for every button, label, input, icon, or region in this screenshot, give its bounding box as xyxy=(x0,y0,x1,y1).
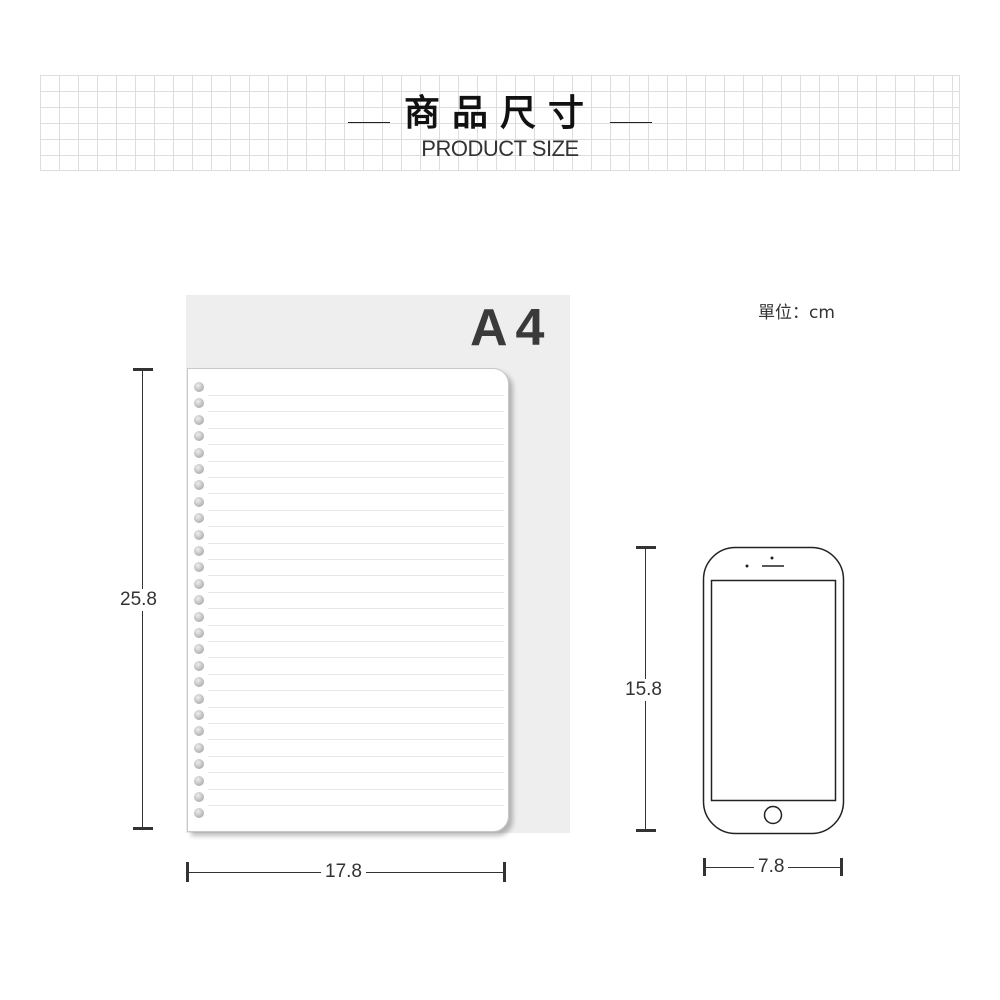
binder-hole xyxy=(194,480,204,491)
binder-hole xyxy=(194,431,204,442)
binder-hole xyxy=(194,398,204,409)
unit-label: 單位：cm xyxy=(758,303,835,323)
ruled-line xyxy=(208,395,504,396)
grid-banner xyxy=(40,75,960,171)
ruled-line xyxy=(208,723,504,724)
ruled-line xyxy=(208,591,504,593)
ruled-line xyxy=(208,559,504,560)
phone-width-cap-right xyxy=(840,858,843,876)
binder-hole xyxy=(194,496,204,507)
binder-hole xyxy=(194,808,204,819)
ruled-line xyxy=(208,444,504,446)
binder-hole xyxy=(194,742,204,753)
page-title: 商品尺寸 xyxy=(403,93,596,134)
binder-hole xyxy=(194,578,204,589)
ruled-line xyxy=(208,460,504,462)
binder-hole xyxy=(194,759,204,770)
ruled-line xyxy=(208,542,504,544)
binder-hole xyxy=(194,513,204,524)
binder-hole xyxy=(194,726,204,737)
binder-hole xyxy=(194,414,204,425)
page-subtitle: PRODUCT SIZE xyxy=(421,136,579,161)
phone-width-label: 7.8 xyxy=(754,856,789,878)
ruled-line xyxy=(208,624,504,626)
binder-hole xyxy=(194,710,204,720)
ruled-line xyxy=(208,706,504,708)
ruled-line xyxy=(208,673,504,675)
a4-label: A4 xyxy=(470,299,553,357)
ruled-line xyxy=(208,493,504,495)
binder-hole xyxy=(194,546,204,556)
ruled-line xyxy=(208,755,504,757)
ruled-line xyxy=(208,641,504,642)
binder-hole xyxy=(194,382,204,392)
ruled-line xyxy=(208,690,504,692)
title-dash-right xyxy=(610,122,652,123)
phone-height-cap-top xyxy=(636,546,656,549)
ruled-line xyxy=(208,477,504,478)
ruled-line xyxy=(208,509,504,511)
binder-hole xyxy=(194,562,204,573)
notebook-page xyxy=(187,368,509,832)
ruled-line xyxy=(208,739,504,741)
binder-hole xyxy=(194,644,204,655)
phone-height-label: 15.8 xyxy=(621,679,666,701)
binder-hole xyxy=(194,529,204,540)
notebook-height-label: 25.8 xyxy=(116,589,161,611)
ruled-line xyxy=(208,788,504,790)
binder-hole xyxy=(194,660,204,671)
title-dash-left xyxy=(348,122,390,123)
width-cap-right xyxy=(503,862,506,882)
binder-hole xyxy=(194,464,204,474)
height-cap-top xyxy=(133,368,153,371)
ruled-line xyxy=(208,805,504,806)
ruled-line xyxy=(208,608,504,610)
binder-hole xyxy=(194,677,204,688)
ruled-line xyxy=(208,411,504,413)
ruled-line xyxy=(208,657,504,659)
phone-height-cap-bottom xyxy=(636,829,656,832)
ruled-line xyxy=(208,526,504,528)
ruled-line xyxy=(208,575,504,577)
binder-hole xyxy=(194,447,204,458)
binder-hole xyxy=(194,792,204,802)
binder-hole xyxy=(194,693,204,704)
binder-hole xyxy=(194,611,204,622)
ruled-line xyxy=(208,427,504,429)
binder-hole xyxy=(194,775,204,786)
notebook-width-label: 17.8 xyxy=(321,861,366,883)
height-cap-bottom xyxy=(133,827,153,830)
binder-hole xyxy=(194,595,204,606)
binder-hole xyxy=(194,628,204,638)
ruled-line xyxy=(208,772,504,774)
